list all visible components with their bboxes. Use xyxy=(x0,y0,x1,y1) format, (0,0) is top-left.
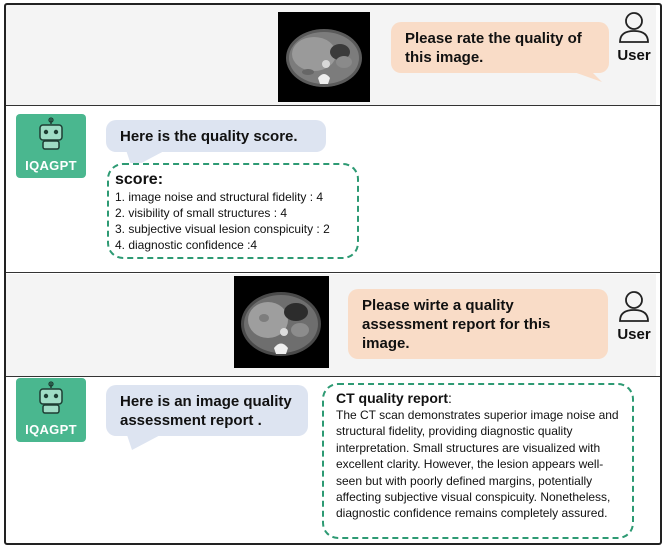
user-label: User xyxy=(617,326,651,343)
bot-label: IQAGPT xyxy=(25,422,77,437)
bot-message-bubble: Here is an image quality assessment repo… xyxy=(106,385,308,436)
score-title: score: xyxy=(115,171,164,188)
bubble-tail xyxy=(536,328,600,352)
user-icon xyxy=(619,291,649,322)
user-icon xyxy=(619,12,649,43)
user-avatar: User xyxy=(609,289,659,343)
bubble-tail xyxy=(540,60,602,82)
bot-message-text: Here is the quality score. xyxy=(120,128,298,145)
user-avatar: User xyxy=(609,10,659,64)
ct-scan-image xyxy=(278,12,370,102)
robot-icon xyxy=(39,381,63,414)
divider xyxy=(4,105,660,106)
user-message-text: Please wirte a quality assessment report… xyxy=(362,297,551,352)
score-item: 1. image noise and structural fidelity :… xyxy=(115,190,324,204)
ct-scan-image xyxy=(234,276,329,368)
user-label: User xyxy=(617,47,651,64)
bubble-tail xyxy=(126,432,166,450)
divider xyxy=(4,272,660,273)
robot-icon xyxy=(39,117,63,150)
bot-message-text: Here is an image quality assessment repo… xyxy=(120,393,292,429)
score-item: 3. subjective visual lesion conspicuity … xyxy=(115,222,330,236)
bot-label: IQAGPT xyxy=(25,158,77,173)
report-title: CT quality report: xyxy=(336,390,626,406)
score-item: 4. diagnostic confidence :4 xyxy=(115,238,258,252)
report-title-colon: : xyxy=(448,390,452,406)
user-message-text: Please rate the quality of this image. xyxy=(405,30,582,66)
report-title-text: CT quality report xyxy=(336,390,449,406)
bot-avatar: IQAGPT xyxy=(16,114,86,178)
user-message-bubble: Please wirte a quality assessment report… xyxy=(348,289,608,359)
bot-message-bubble: Here is the quality score. xyxy=(106,120,326,152)
score-list: 1. image noise and structural fidelity :… xyxy=(115,189,357,253)
report-body: The CT scan demonstrates superior image … xyxy=(336,408,619,521)
divider xyxy=(4,376,660,377)
conversation-frame xyxy=(4,3,662,545)
bot-avatar: IQAGPT xyxy=(16,378,86,442)
report-box: CT quality report: The CT scan demonstra… xyxy=(322,383,634,539)
score-box: score: 1. image noise and structural fid… xyxy=(107,163,359,259)
score-item: 2. visibility of small structures : 4 xyxy=(115,206,288,220)
